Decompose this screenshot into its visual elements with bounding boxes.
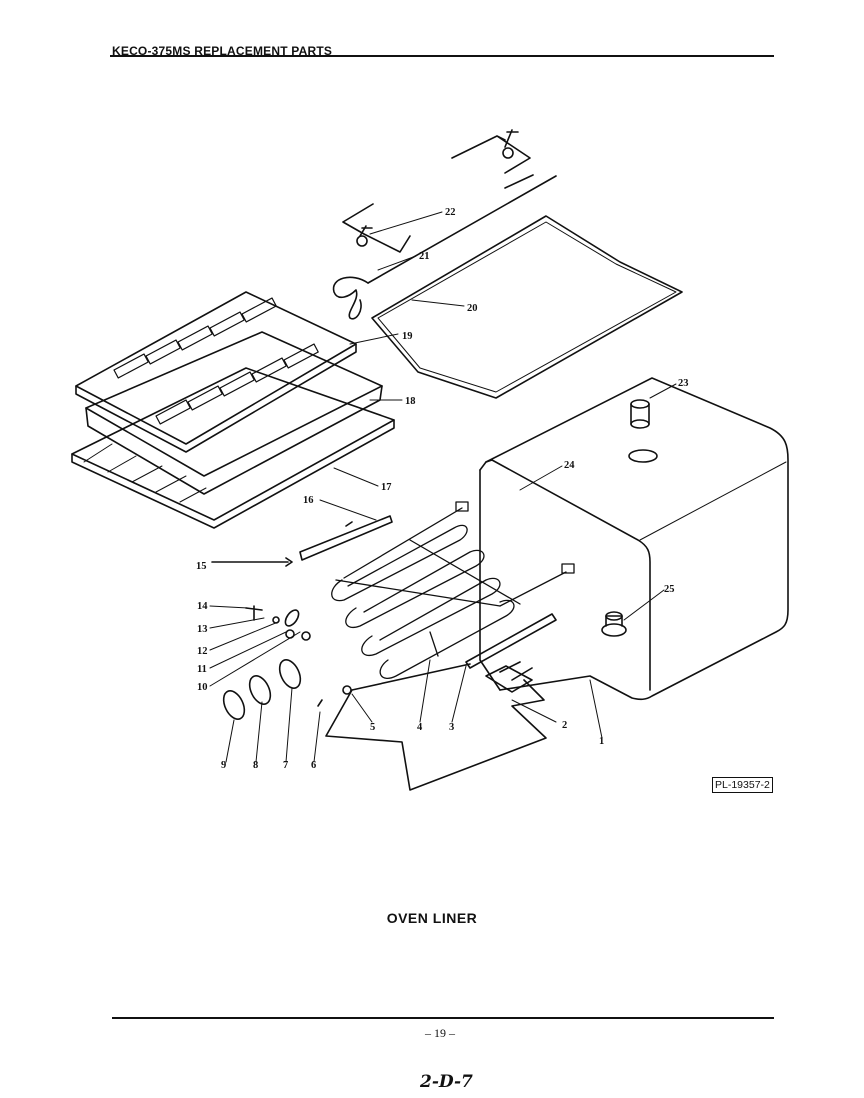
part-label-16: 16: [303, 495, 314, 506]
part-15-screw: [211, 557, 293, 567]
part-25-fitting: [601, 611, 627, 637]
part-label-15: 15: [196, 561, 207, 572]
handwritten-note: 2-D-7: [420, 1072, 473, 1092]
part-label-12: 12: [197, 646, 208, 657]
part-label-7: 7: [283, 760, 288, 771]
part-label-5: 5: [370, 722, 375, 733]
part-label-2: 2: [562, 720, 567, 731]
part-label-9: 9: [221, 760, 226, 771]
part-label-8: 8: [253, 760, 258, 771]
part-23-fitting: [630, 399, 650, 429]
part-18-pan: [85, 331, 383, 495]
part-20-gasket-frame: [371, 215, 683, 399]
part-19-slotted-plate: [75, 291, 357, 453]
part-label-20: 20: [467, 303, 478, 314]
part-label-10: 10: [197, 682, 208, 693]
part-labels: 1 2 3 4 5 6 7 8 9 10 11 12 13 14 15 16 1…: [196, 207, 689, 771]
part-21-rod: [332, 175, 557, 320]
leader-lines: [209, 211, 677, 763]
part-17-wire-rack: [71, 367, 395, 529]
page-number: – 19 –: [425, 1026, 455, 1040]
part-label-25: 25: [664, 584, 675, 595]
part-label-17: 17: [381, 482, 392, 493]
diagram-caption: OVEN LINER: [386, 910, 478, 926]
top-bracket-assembly: [451, 129, 534, 189]
header-rule: [110, 55, 774, 57]
footer-rule: [112, 1017, 774, 1019]
part-label-3: 3: [449, 722, 454, 733]
plate-id-label: PL-19357-2: [712, 777, 773, 793]
part-2-bracket: [485, 661, 533, 693]
part-16-strip: [299, 515, 393, 561]
part-label-13: 13: [197, 624, 208, 635]
part-label-19: 19: [402, 331, 413, 342]
small-hardware: [222, 605, 323, 720]
part-5-lower-element: [325, 663, 547, 791]
part-4-heating-element: [331, 501, 575, 679]
part-label-11: 11: [197, 664, 207, 675]
part-1-oven-liner-box: [479, 377, 789, 701]
part-22-clip: [342, 203, 411, 253]
part-label-6: 6: [311, 760, 316, 771]
part-label-14: 14: [197, 601, 208, 612]
part-label-22: 22: [445, 207, 456, 218]
part-label-18: 18: [405, 396, 416, 407]
part-label-1: 1: [599, 736, 604, 747]
part-label-4: 4: [417, 722, 423, 733]
page-header-title: KECO-375MS REPLACEMENT PARTS: [112, 44, 333, 58]
part-3-rail: [465, 613, 557, 669]
part-label-24: 24: [564, 460, 575, 471]
part-label-21: 21: [419, 251, 430, 262]
part-label-23: 23: [678, 378, 689, 389]
